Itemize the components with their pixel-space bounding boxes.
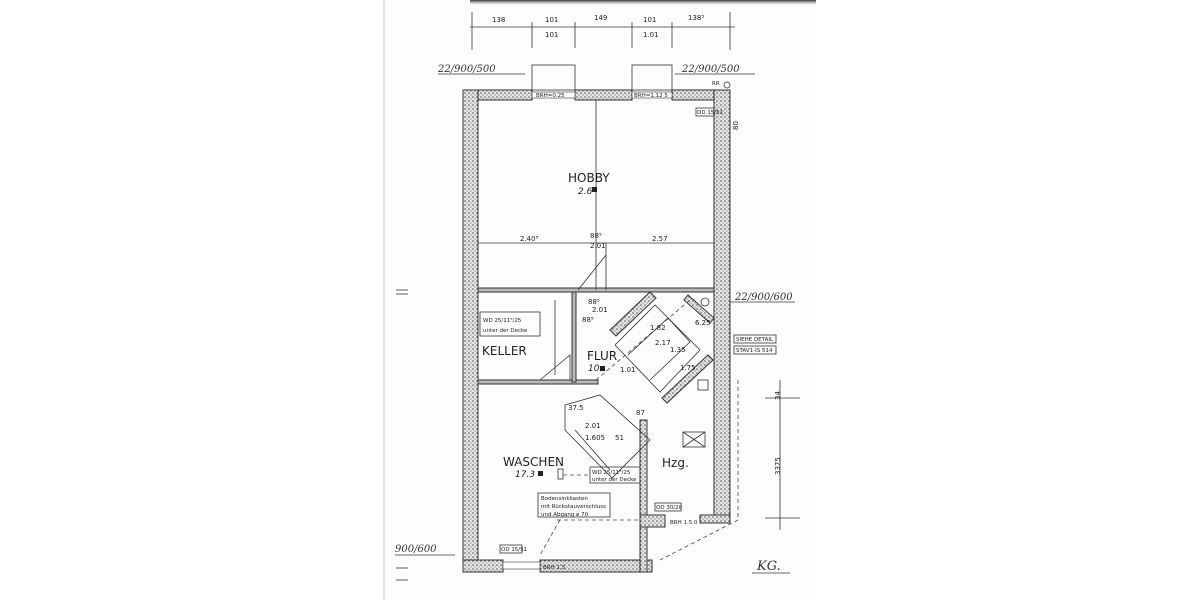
dim-label: 1.01: [643, 31, 659, 39]
rr-label: RR: [712, 81, 720, 87]
room-label-hobby: HOBBY: [568, 171, 610, 185]
keller-opening-note: WD 25/11⁵/25: [483, 317, 522, 324]
opening-note-waschen: OD 15/51: [501, 547, 527, 553]
room-area-waschen: 17.3: [515, 470, 535, 480]
dim-label: 149: [594, 14, 607, 22]
room-label-hzg: Hzg.: [662, 456, 689, 470]
window-well-right: [631, 64, 673, 91]
dim-label: 1.35: [670, 346, 686, 354]
room-label-waschen: WASCHEN: [503, 455, 564, 469]
dim-label: 2.01: [592, 306, 608, 314]
waschen-opening-note: WD 25/11⁵/25: [592, 469, 631, 476]
top-dimension-chain: 138 101 149 101 138⁵ 101 1.01: [470, 12, 735, 50]
dim-label: 80: [732, 121, 740, 130]
dim-label: 51: [615, 434, 624, 442]
opening-note-top: OD 15/51: [697, 110, 723, 116]
fixture-circle: [700, 297, 710, 307]
window-well-left: [531, 64, 576, 91]
opening-note-hzg: OD 30/20: [656, 505, 683, 511]
detail-note-1: SIEHE DETAIL: [736, 337, 774, 343]
window-label-left: 22/900/500: [437, 64, 496, 75]
dim-label: 2.01: [590, 242, 606, 250]
dim-label: 2.17: [655, 339, 671, 347]
dim-label: 138⁵: [688, 14, 704, 22]
dim-label: 101: [545, 16, 558, 24]
floor-mark: KG.: [756, 559, 781, 574]
flur-stair-dimensions: 1.82 2.17 1.35 1.75 6.25 1.01: [595, 299, 711, 393]
window-label-left-bottom: 900/600: [395, 544, 437, 555]
dim-label: 3375: [774, 457, 782, 475]
dim-label: 34: [774, 391, 782, 400]
area-marker: [600, 366, 605, 371]
waschen-opening-sub: unter der Decke: [592, 477, 637, 483]
dim-label: 1.605: [585, 434, 605, 442]
area-marker: [592, 187, 597, 192]
detail-note-2: STAV1-IS 514: [736, 348, 773, 354]
dim-label: 37.5: [568, 404, 584, 412]
dim-label: 2.01: [585, 422, 601, 430]
dim-label: 2.57: [652, 235, 668, 243]
window-label-right-mid: 22/900/600: [734, 292, 793, 303]
dim-label: 1.01: [620, 366, 636, 374]
dim-label: 1.82: [650, 324, 666, 332]
area-marker: [538, 471, 543, 476]
dim-label: 101: [643, 16, 656, 24]
floor-drain-note-3: und Abgang ⌀ 70: [541, 512, 589, 518]
sill-label-right: BRH=1.12 5: [634, 93, 668, 99]
dim-label: 88⁵: [588, 298, 600, 306]
dim-label: 101: [545, 31, 558, 39]
sill-label-bottom-right: BRH 1.5.0: [670, 520, 698, 526]
dim-label: 88⁵: [590, 232, 602, 240]
dim-label: 1.75: [680, 364, 696, 372]
dim-label: 88⁵: [582, 316, 594, 324]
dim-label: 87: [636, 409, 645, 417]
walls: [462, 89, 731, 573]
fixture-box: [697, 379, 709, 391]
room-area-hobby: 2.6: [578, 187, 593, 197]
chimney-symbol: [682, 431, 706, 448]
dim-label: 6.25: [695, 319, 711, 327]
floor-drain-note-2: mit Rückstauverschluss: [541, 504, 606, 510]
dim-label: 138: [492, 16, 505, 24]
drain-symbol: [557, 468, 564, 480]
scan-shadow: [470, 0, 816, 6]
room-area-flur: 10: [588, 364, 600, 374]
sill-label-left: BRH=0.25: [536, 93, 565, 99]
keller-opening-box: [479, 311, 541, 337]
floor-drain-note-1: Bodensinkkasten: [541, 496, 588, 502]
window-label-right: 22/900/500: [681, 64, 740, 75]
keller-opening-sub: unter der Decke: [483, 328, 528, 334]
room-label-keller: KELLER: [482, 344, 527, 358]
sill-label-bottom: BRH 1.5: [543, 565, 566, 571]
dim-label: 2.40⁵: [520, 235, 539, 243]
room-label-flur: FLUR: [587, 349, 617, 363]
